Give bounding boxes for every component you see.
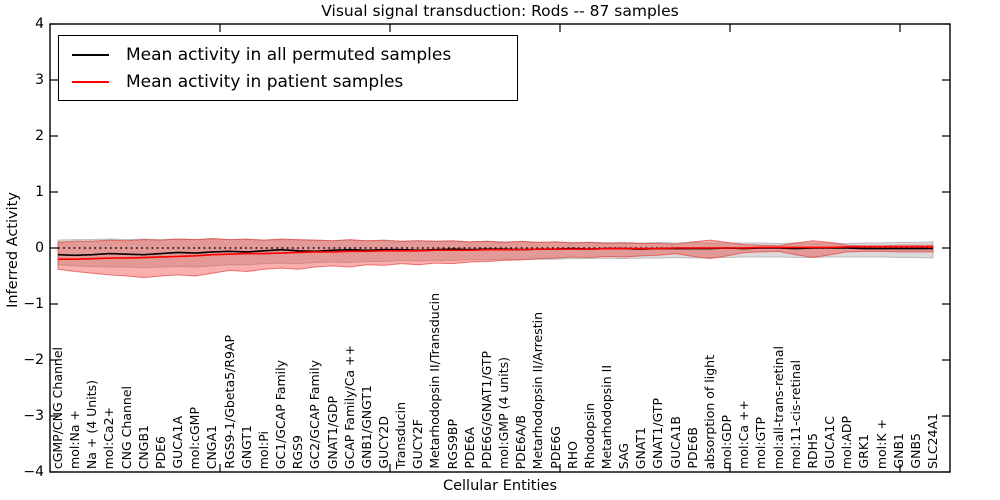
- x-category-label: SLC24A1: [925, 412, 940, 469]
- x-category-label: RDH5: [804, 433, 820, 469]
- x-category-label: CNGB1: [135, 424, 151, 469]
- legend-label-patient: Mean activity in patient samples: [126, 71, 404, 92]
- patient-samples-range-band: [57, 237, 934, 279]
- x-category-label: RGS9BP: [444, 418, 460, 469]
- legend-line-sample-permuted: [72, 53, 109, 56]
- x-category-label: Transducin: [393, 401, 409, 469]
- x-category-label: PDE6A: [461, 427, 477, 469]
- x-category-label: PDE6A/B: [513, 414, 529, 469]
- x-category-label: Metarhodopsin II/Transducin: [427, 293, 443, 469]
- x-category-label: GNB1: [890, 433, 906, 469]
- x-category-label: GRK1: [856, 434, 872, 469]
- x-category-label: mol:K +: [873, 418, 889, 469]
- x-category-label: Rhodopsin: [581, 403, 597, 469]
- x-category-label: Metarhodopsin II: [599, 364, 615, 469]
- y-tick-label: 2: [35, 128, 44, 144]
- x-category-label: GUCA1B: [667, 416, 683, 469]
- x-category-label: mol:GDP: [719, 414, 735, 469]
- x-category-label: mol:GTP: [753, 417, 769, 469]
- legend-line-sample-patient: [72, 80, 109, 83]
- x-category-label: PDE6B: [684, 427, 700, 469]
- x-category-label: mol:GMP (4 units): [496, 357, 512, 469]
- x-category-label: Na + (4 Units): [84, 379, 100, 469]
- x-category-label: RGS9-1/Gbeta5/R9AP: [221, 335, 237, 469]
- y-tick-label: −3: [23, 408, 44, 424]
- x-category-label: mol:11-cis-retinal: [787, 359, 803, 469]
- x-category-label: mol:cGMP: [187, 406, 203, 469]
- x-category-label: mol:Ca ++: [736, 400, 752, 469]
- x-category-label: GCAP Family/Ca ++: [341, 344, 357, 469]
- x-category-label: GUCA1C: [822, 416, 838, 469]
- x-category-label: PDE6: [152, 435, 168, 469]
- x-category-label: mol:Na +: [67, 410, 83, 469]
- x-category-label: mol:all-trans-retinal: [770, 345, 786, 469]
- x-category-label: GNGT1: [238, 425, 254, 469]
- legend-item-patient: Mean activity in patient samples: [72, 68, 517, 95]
- y-tick-label: −1: [23, 296, 44, 312]
- y-tick-label: 4: [35, 16, 44, 32]
- x-category-label: GNB5: [907, 433, 923, 469]
- x-category-label: PDE6G/GNAT1/GTP: [478, 351, 494, 469]
- y-tick-label: 3: [35, 72, 44, 88]
- x-category-label: GNAT1: [633, 426, 649, 469]
- y-tick-label: −2: [23, 352, 44, 368]
- y-tick-label: 0: [35, 240, 44, 256]
- x-category-label: GC2/GCAP Family: [307, 359, 323, 469]
- legend-label-permuted: Mean activity in all permuted samples: [126, 44, 452, 65]
- y-tick-label: 1: [35, 184, 44, 200]
- x-category-label: GNAT1/GDP: [324, 395, 340, 469]
- y-tick-label: −4: [23, 464, 44, 480]
- x-category-label: CNGA1: [204, 424, 220, 469]
- x-category-label: RHO: [564, 441, 580, 469]
- x-category-label: PDE6G: [547, 426, 563, 469]
- x-category-label: mol:Ca2+: [101, 406, 117, 469]
- x-category-label: cGMP/CNG Channel: [50, 346, 65, 469]
- x-category-label: GUCY2F: [410, 418, 426, 469]
- x-category-label: mol:Pi: [255, 430, 271, 469]
- x-category-label: SAG: [616, 442, 632, 469]
- x-category-label: RGS9: [290, 434, 306, 469]
- chart-title: Visual signal transduction: Rods -- 87 s…: [321, 2, 679, 20]
- x-category-label: GNAT1/GTP: [650, 398, 666, 469]
- x-category-label: absorption of light: [701, 354, 717, 469]
- x-category-label: CNG Channel: [118, 385, 134, 469]
- legend-item-permuted: Mean activity in all permuted samples: [72, 41, 517, 68]
- x-category-label: GC1/GCAP Family: [273, 359, 289, 469]
- x-category-label: GUCY2D: [375, 416, 391, 469]
- x-category-label: GUCA1A: [170, 416, 186, 469]
- x-category-label: GNB1/GNGT1: [358, 385, 374, 469]
- x-axis-title: Cellular Entities: [442, 478, 558, 494]
- x-category-label: Metarhodopsin II/Arrestin: [530, 311, 546, 469]
- legend: Mean activity in all permuted samples Me…: [58, 35, 518, 101]
- x-category-label: mol:ADP: [839, 415, 855, 469]
- patient-mean-line: [58, 246, 933, 261]
